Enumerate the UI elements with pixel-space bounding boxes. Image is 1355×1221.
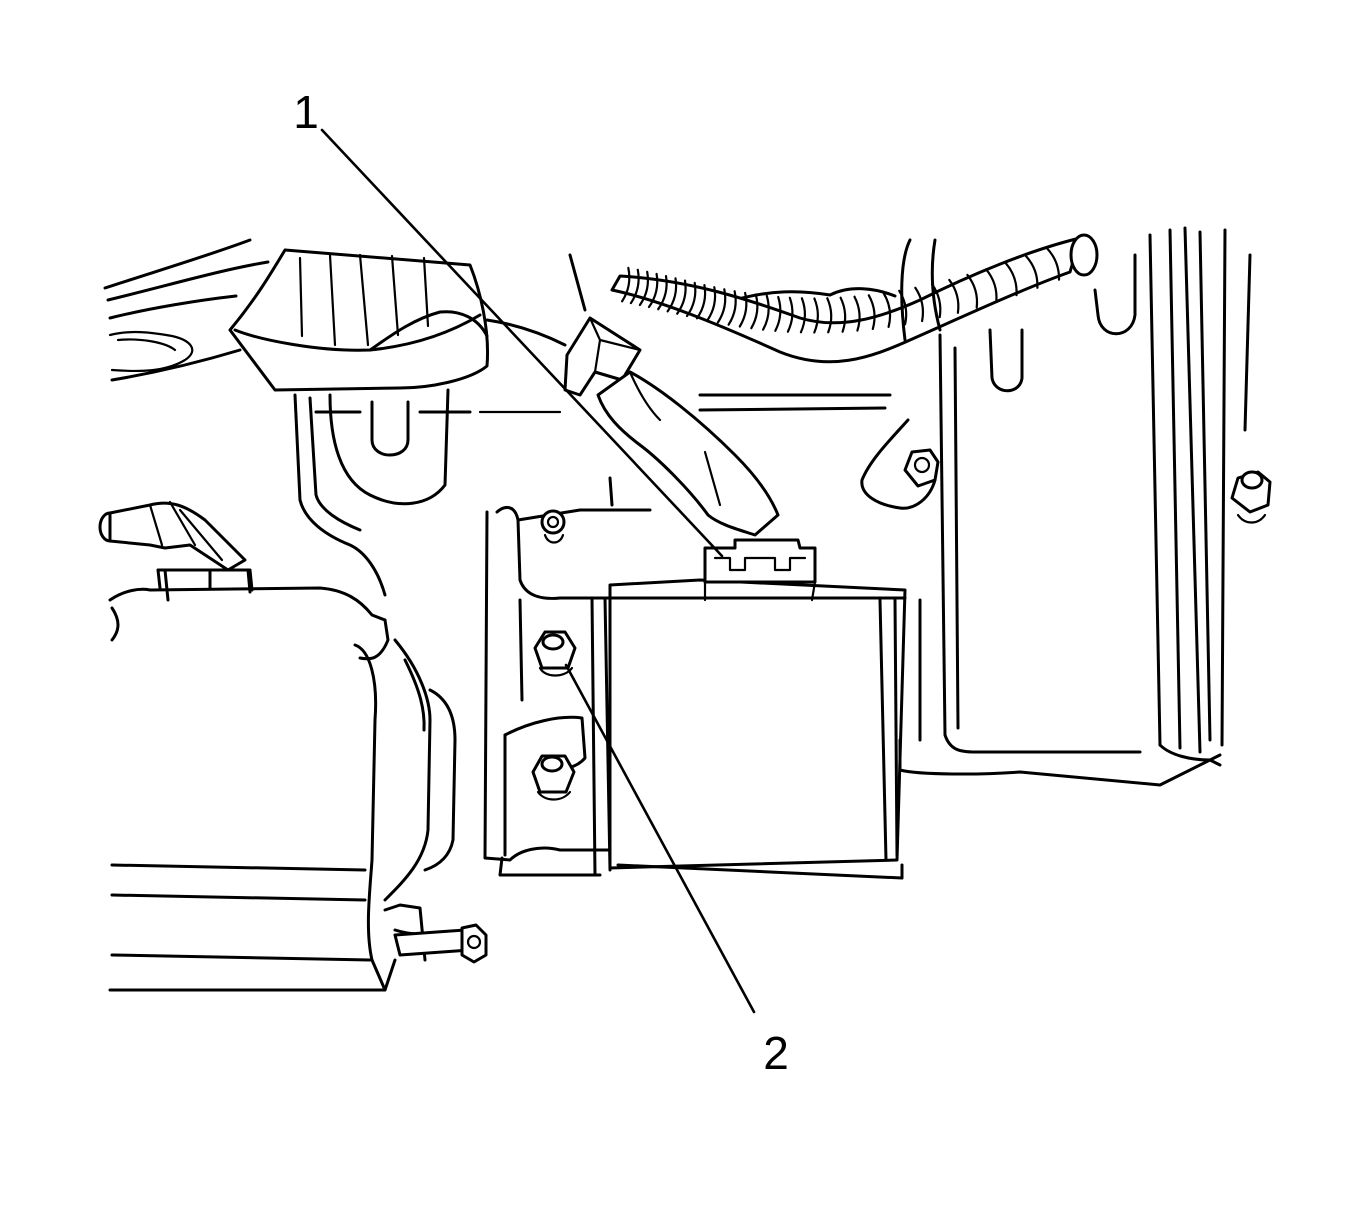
conduit-rib xyxy=(882,292,892,328)
conduit-rib xyxy=(867,294,876,331)
frame-bolt-center xyxy=(903,448,940,488)
background-frame xyxy=(485,253,897,507)
module-bracket-plate xyxy=(483,506,652,877)
conduit-rib xyxy=(706,286,717,322)
upper-left-arm xyxy=(103,238,270,382)
mount-bracket xyxy=(293,388,562,597)
conduit-rib xyxy=(948,278,960,314)
callout-1: 1 xyxy=(293,86,319,138)
conduit-rib xyxy=(985,268,998,303)
conduit-rib xyxy=(629,268,640,305)
conduit-rib xyxy=(966,273,979,309)
control-module xyxy=(608,538,907,880)
battery-cable xyxy=(98,500,247,572)
conduit-rib xyxy=(666,277,678,313)
conduit-rib xyxy=(786,296,794,333)
conduit-rib xyxy=(657,275,668,311)
conduit-rib xyxy=(774,295,782,332)
conduit-rib xyxy=(1045,246,1061,281)
conduit-rib xyxy=(839,296,847,333)
conduit-rib xyxy=(647,272,659,309)
conduit-rib xyxy=(914,286,925,323)
conduit-rib xyxy=(826,297,833,334)
conduit-rib xyxy=(853,295,861,332)
conduit-rib xyxy=(716,288,727,324)
bolt-upper-small xyxy=(540,509,566,544)
engine-mount-cushion xyxy=(228,248,490,392)
conduit-rib xyxy=(799,297,806,334)
callout-2: 2 xyxy=(763,1027,789,1079)
electrical-connector xyxy=(563,316,780,537)
leader-line-1 xyxy=(320,128,724,558)
conduit-rib xyxy=(1024,254,1039,289)
hold-down-bolt xyxy=(393,923,488,964)
frame-bolt-right xyxy=(1230,470,1272,524)
right-frame-panel xyxy=(860,226,1252,787)
conduit-rib xyxy=(638,270,650,307)
conduit-rib xyxy=(621,266,631,303)
conduit-rib xyxy=(813,297,819,334)
conduit-rib xyxy=(738,291,748,328)
bolt-module-lower xyxy=(531,754,576,801)
wiring-harness-conduit xyxy=(610,233,1099,364)
conduit-rib xyxy=(695,284,707,320)
conduit-rib xyxy=(727,290,737,326)
conduit-rib xyxy=(1004,261,1018,297)
left-battery-box xyxy=(108,568,462,992)
conduit-rib xyxy=(762,294,770,331)
conduit-rib xyxy=(750,293,759,330)
leader-line-2 xyxy=(564,663,756,1014)
conduit-rib xyxy=(676,279,687,315)
conduit-rib xyxy=(685,281,697,318)
